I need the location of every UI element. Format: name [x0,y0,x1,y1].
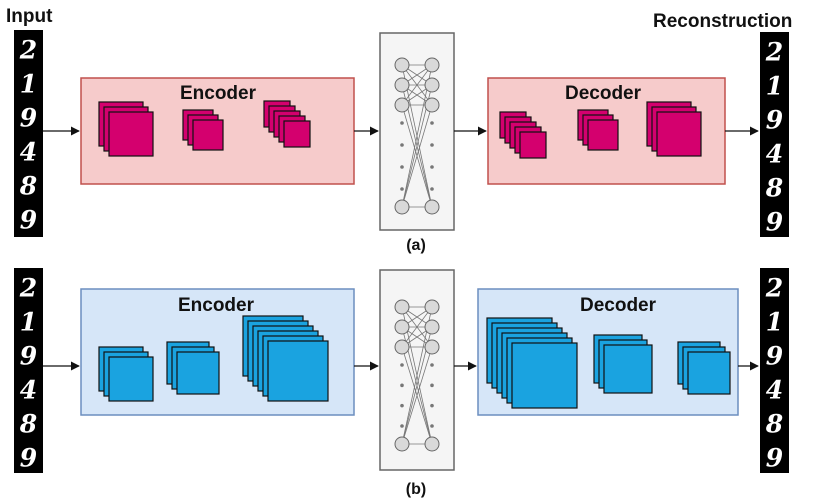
network-node [424,299,440,315]
digit-glyph: 8 [19,410,37,439]
encoder-title-b: Encoder [178,295,255,316]
network-edge [401,104,433,208]
network-node [394,57,410,73]
input-strip-b: 2 1 9 4 8 9 [14,268,43,473]
network-edge [401,64,433,106]
ellipsis-dot [430,383,434,388]
feature-map [587,119,619,151]
digit-glyph: 1 [766,308,783,337]
reconstruction-label: Reconstruction [653,11,792,32]
ellipsis-dot [430,363,434,367]
ellipsis-dot [400,383,404,388]
ellipsis-dot [430,121,434,125]
digit-glyph: 9 [20,342,37,371]
ellipsis-dot [400,121,404,125]
digit-glyph: 2 [19,274,37,303]
network-node [424,77,440,93]
panel-b: Encoder Decoder (b) [43,269,759,498]
digit-glyph: 4 [766,140,783,169]
network-node [424,199,440,215]
encoder-feature-maps-a [98,100,311,157]
digit-glyph: 9 [766,208,783,237]
feature-map [108,111,154,157]
ellipsis-dot [400,403,404,408]
ellipsis-dot [430,187,434,191]
digit-glyph: 9 [20,444,37,473]
digit-glyph: 9 [766,444,783,473]
digit-glyph: 1 [766,72,783,101]
network-node [394,199,410,215]
network-node [394,319,410,335]
network-node [394,299,410,315]
network-node [394,97,410,113]
feature-map [603,344,653,394]
decoder-feature-maps-a [499,101,702,159]
digit-glyph: 9 [766,342,783,371]
digit-glyph: 9 [20,104,37,133]
network-node [424,97,440,113]
digit-glyph: 4 [20,138,37,167]
digit-glyph: 2 [765,38,783,67]
feature-map [511,342,578,409]
ellipsis-dot [430,403,434,408]
feature-map [283,120,311,148]
encoder-title-a: Encoder [180,83,257,104]
bottleneck-box-a [379,32,455,231]
ellipsis-dot [400,165,404,169]
ellipsis-dot [430,143,434,147]
digit-glyph: 1 [20,70,37,99]
ellipsis-dot [430,165,434,169]
ellipsis-dot [400,363,404,367]
digit-glyph: 2 [19,36,37,65]
ellipsis-dot [400,187,404,191]
digit-glyph: 4 [766,376,783,405]
digit-glyph: 9 [20,206,37,235]
ellipsis-dot [400,424,404,428]
decoder-title-a: Decoder [565,83,642,104]
ellipsis-dot [400,143,404,147]
digit-glyph: 8 [19,172,37,201]
panel-a: Encoder Decoder (a) [43,32,759,254]
caption-b: (b) [406,481,426,498]
digit-glyph: 9 [766,106,783,135]
digit-glyph: 8 [765,410,783,439]
feature-map [687,351,731,395]
network-edge [401,346,433,445]
network-edge [401,306,433,348]
network-node [394,436,410,452]
ellipsis-dot [430,424,434,428]
network-node [394,77,410,93]
digit-glyph: 4 [20,376,37,405]
feature-map [192,119,224,151]
bottleneck-box-b [379,269,455,471]
input-strip-a: 2 1 9 4 8 9 [14,30,43,237]
digit-glyph: 2 [765,274,783,303]
network-node [424,57,440,73]
feature-map [656,111,702,157]
decoder-title-b: Decoder [580,295,657,316]
reconstruction-strip-b: 2 1 9 4 8 9 [760,268,789,473]
feature-map [108,356,154,402]
caption-a: (a) [406,237,426,254]
network-node [394,339,410,355]
encoder-feature-maps-b [98,315,329,402]
feature-map [519,131,547,159]
reconstruction-strip-a: 2 1 9 4 8 9 [760,32,789,237]
digit-glyph: 8 [765,174,783,203]
network-node [424,339,440,355]
network-node [424,319,440,335]
feature-map [267,340,329,402]
decoder-feature-maps-b [486,317,731,409]
bottleneck-network-a [394,57,440,215]
bottleneck-network-b [394,299,440,452]
feature-map [176,351,220,395]
digit-glyph: 1 [20,308,37,337]
input-label: Input [6,6,53,27]
network-node [424,436,440,452]
